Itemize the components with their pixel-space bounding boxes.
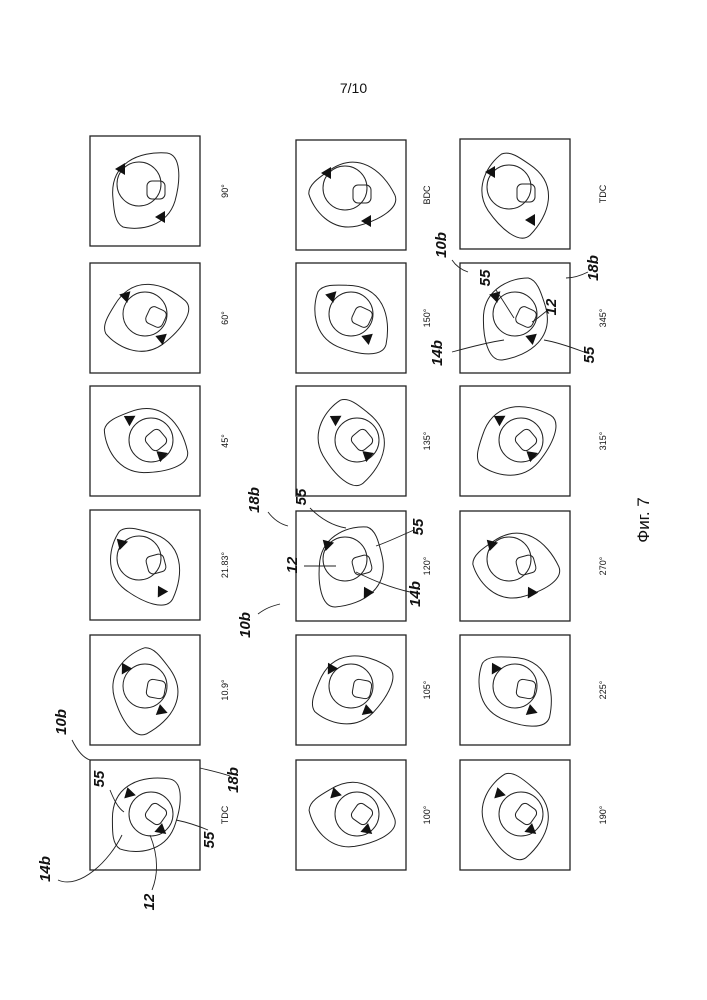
angle-label: 225° bbox=[598, 680, 608, 699]
ref-label-55: 55 bbox=[201, 831, 218, 848]
angle-label: 315° bbox=[598, 431, 608, 450]
angle-label: 190° bbox=[598, 805, 608, 824]
ref-label-10b: 10b bbox=[433, 232, 450, 258]
ref-label-55: 55 bbox=[410, 518, 427, 535]
angle-label: TDC bbox=[220, 805, 230, 824]
ref-label-12: 12 bbox=[543, 298, 560, 315]
angle-label: 21.83° bbox=[220, 552, 230, 579]
cam-panel: BDC bbox=[296, 140, 432, 250]
cam-panel: 45° bbox=[90, 386, 230, 496]
angle-label: 90° bbox=[220, 184, 230, 198]
cam-panel: 225° bbox=[460, 635, 608, 745]
angle-label: 135° bbox=[422, 431, 432, 450]
cam-panel: 100° bbox=[296, 760, 432, 870]
angle-label: 150° bbox=[422, 308, 432, 327]
angle-label: 10.9° bbox=[220, 679, 230, 701]
cam-panel: 135° bbox=[296, 386, 432, 496]
cam-panel: TDC bbox=[460, 139, 608, 249]
cam-panel: 60° bbox=[90, 263, 230, 373]
ref-label-18b: 18b bbox=[225, 767, 242, 793]
angle-label: 345° bbox=[598, 308, 608, 327]
ref-label-14b: 14b bbox=[37, 856, 54, 882]
angle-label: BDC bbox=[422, 185, 432, 205]
angle-label: 100° bbox=[422, 805, 432, 824]
ref-label-12: 12 bbox=[141, 893, 158, 910]
angle-label: 120° bbox=[422, 556, 432, 575]
ref-label-55: 55 bbox=[91, 770, 108, 787]
cam-panel: 10.9° bbox=[90, 635, 230, 745]
ref-label-14b: 14b bbox=[429, 340, 446, 366]
angle-label: 60° bbox=[220, 311, 230, 325]
cam-panel: 21.83° bbox=[90, 510, 230, 620]
angle-label: 105° bbox=[422, 680, 432, 699]
cam-panel: 105° bbox=[296, 635, 432, 745]
ref-label-55: 55 bbox=[477, 269, 494, 286]
cam-panel: 270° bbox=[460, 511, 608, 621]
angle-label: 45° bbox=[220, 434, 230, 448]
angle-label: TDC bbox=[598, 184, 608, 203]
cam-panel: 190° bbox=[460, 760, 608, 870]
ref-label-18b: 18b bbox=[246, 487, 263, 513]
ref-label-18b: 18b bbox=[585, 255, 602, 281]
cam-panel: 150° bbox=[296, 263, 432, 373]
figure-caption: Фиг. 7 bbox=[634, 497, 653, 542]
cam-panel: 315° bbox=[460, 386, 608, 496]
ref-label-55: 55 bbox=[581, 346, 598, 363]
ref-label-10b: 10b bbox=[53, 709, 70, 735]
ref-label-10b: 10b bbox=[237, 612, 254, 638]
ref-label-55: 55 bbox=[293, 488, 310, 505]
ref-label-12: 12 bbox=[284, 556, 301, 573]
angle-label: 270° bbox=[598, 556, 608, 575]
cam-panel: 90° bbox=[90, 136, 230, 246]
ref-label-14b: 14b bbox=[407, 581, 424, 607]
